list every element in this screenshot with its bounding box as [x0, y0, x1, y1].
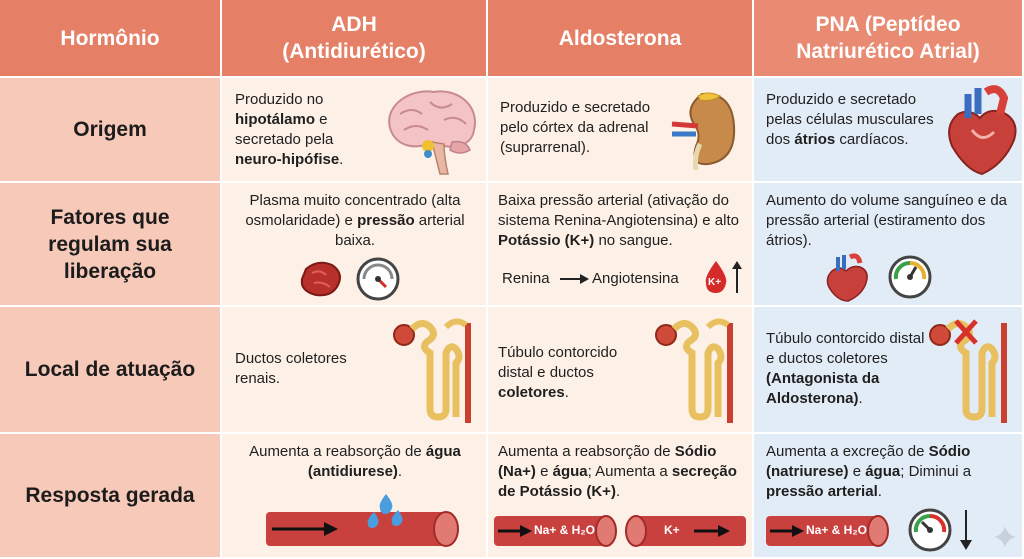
aldo-origem-text: Produzido e secretado pelo córtex da adr…: [500, 99, 651, 156]
cell-aldo-origem: Produzido e secretado pelo córtex da adr…: [488, 78, 754, 183]
k-drop-label: K+: [708, 277, 722, 288]
aldo-fatores-text: Baixa pressão arterial (ativação do sist…: [498, 192, 739, 249]
pna-resposta-text: Aumenta a excreção de Sódio (natriurese)…: [766, 443, 972, 500]
arrow-down-icon: [960, 510, 972, 550]
cell-pna-fatores: Aumento do volume sanguíneo e da pressão…: [754, 183, 1024, 307]
adh-resposta-text: Aumenta a reabsorção de água (antidiures…: [249, 443, 461, 480]
pressure-gauge-low-icon: [908, 508, 952, 552]
header-aldosterona: Aldosterona: [488, 0, 754, 78]
cell-pna-origem: Produzido e secretado pelas células musc…: [754, 78, 1024, 183]
cell-aldo-resposta: Aumenta a reabsorção de Sódio (Na+) e ág…: [488, 434, 754, 559]
heart-small-icon: [826, 253, 868, 302]
vessel-na-out-icon: [766, 515, 889, 547]
row-label-resposta: Resposta gerada: [0, 434, 222, 559]
aldo-local-text: Túbulo contorcido distal e ductos coleto…: [498, 344, 618, 401]
blood-cell-icon: [300, 261, 341, 297]
cell-adh-resposta: Aumenta a reabsorção de água (antidiures…: [222, 434, 488, 559]
potassium-drop-icon: [705, 261, 727, 293]
nephron-icon: [393, 318, 471, 423]
pressure-gauge-green-icon: [888, 255, 932, 299]
cell-adh-fatores: Plasma muito concentrado (alta osmolarid…: [222, 183, 488, 307]
cell-adh-origem: Produzido no hipotálamo e secretado pela…: [222, 78, 488, 183]
arrow-right-icon: [560, 274, 589, 284]
brain-icon: [388, 90, 476, 175]
vessel-na-icon: [494, 515, 617, 547]
sparkle-icon: [994, 526, 1016, 548]
cell-pna-resposta: Aumenta a excreção de Sódio (natriurese)…: [754, 434, 1024, 559]
adh-fatores-text: Plasma muito concentrado (alta osmolarid…: [245, 192, 465, 249]
angiotensina-label: Angiotensina: [592, 270, 679, 287]
adh-local-text: Ductos coletores renais.: [235, 350, 347, 387]
kidney-icon: [671, 92, 736, 171]
row-label-origem: Origem: [0, 78, 222, 183]
na-h2o-label: Na+ & H₂O: [534, 523, 596, 537]
pressure-gauge-icon: [356, 257, 400, 301]
k-plus-label: K+: [664, 523, 680, 537]
row-label-local: Local de atuação: [0, 307, 222, 434]
arrow-up-icon: [732, 261, 742, 293]
header-hormonio: Hormônio: [0, 0, 222, 78]
adh-origem-text: Produzido no hipotálamo e secretado pela…: [235, 91, 344, 168]
cell-aldo-local: Túbulo contorcido distal e ductos coleto…: [488, 307, 754, 434]
aldo-resposta-text: Aumenta a reabsorção de Sódio (Na+) e ág…: [498, 443, 737, 500]
vessel-k-icon: [625, 515, 746, 547]
cell-pna-local: Túbulo contorcido distal e ductos coleto…: [754, 307, 1024, 434]
pna-na-h2o-label: Na+ & H₂O: [806, 523, 868, 537]
nephron-blocked-icon: [929, 319, 1007, 423]
vessel-water-icon: [266, 494, 459, 547]
pna-origem-text: Produzido e secretado pelas células musc…: [766, 91, 934, 148]
renina-label: Renina: [502, 270, 550, 287]
cell-adh-local: Ductos coletores renais.: [222, 307, 488, 434]
heart-icon: [948, 85, 1017, 176]
nephron-icon: [655, 318, 733, 423]
cell-aldo-fatores: Baixa pressão arterial (ativação do sist…: [488, 183, 754, 307]
pna-local-text: Túbulo contorcido distal e ductos coleto…: [766, 330, 925, 407]
header-adh: ADH(Antidiurético): [222, 0, 488, 78]
pna-fatores-text: Aumento do volume sanguíneo e da pressão…: [766, 192, 1008, 249]
